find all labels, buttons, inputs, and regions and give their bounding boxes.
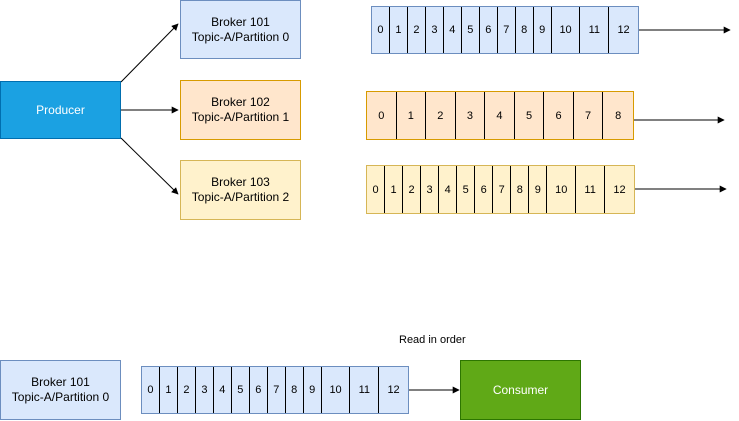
broker-partition: Topic-A/Partition 0 [191, 29, 290, 44]
broker-101-node: Broker 101 Topic-A/Partition 0 [180, 0, 301, 59]
producer-node: Producer [0, 81, 121, 139]
offset-cell: 3 [196, 367, 214, 413]
offset-cell: 4 [444, 7, 462, 53]
broker-partition: Topic-A/Partition 0 [11, 390, 110, 404]
offset-cell: 3 [421, 166, 440, 213]
offset-cell: 7 [268, 367, 286, 413]
offset-cell: 0 [372, 7, 390, 53]
offset-cell: 7 [574, 92, 604, 139]
arrow-producer-to-broker-103 [120, 137, 179, 195]
offset-cell: 10 [547, 166, 577, 213]
arrow-producer-to-broker-101 [120, 23, 179, 83]
offset-cell: 0 [367, 92, 397, 139]
offset-cell: 5 [232, 367, 250, 413]
offset-cell: 9 [534, 7, 552, 53]
offset-cell: 6 [250, 367, 268, 413]
offset-cell: 12 [387, 384, 400, 396]
offset-cell: 0 [367, 166, 386, 213]
offset-cell: 1 [160, 367, 178, 413]
offset-cell: 2 [178, 367, 196, 413]
offset-cell: 11 [580, 7, 610, 53]
offset-cell: 10 [322, 367, 351, 413]
offset-cell: 1 [385, 166, 404, 213]
consumer-label: Consumer [492, 382, 549, 397]
offset-cell: 5 [515, 92, 545, 139]
read-in-order-caption: Read in order [399, 334, 466, 346]
producer-label: Producer [36, 102, 85, 117]
offset-cell: 1 [397, 92, 427, 139]
broker-name: Broker 102 [211, 95, 270, 109]
offset-cell: 12 [613, 183, 626, 196]
consumer-broker-node: Broker 101 Topic-A/Partition 0 [0, 360, 121, 420]
offset-cell: 2 [426, 92, 456, 139]
offset-cell: 8 [615, 109, 622, 122]
offset-cell: 5 [457, 166, 476, 213]
offset-cell: 8 [286, 367, 304, 413]
offset-cell: 3 [456, 92, 486, 139]
offset-cell: 9 [304, 367, 322, 413]
broker-partition: Topic-A/Partition 2 [191, 190, 290, 204]
offset-cell: 8 [516, 7, 534, 53]
offset-cell: 11 [350, 367, 380, 413]
offset-cell: 2 [403, 166, 422, 213]
broker-name: Broker 101 [31, 375, 90, 389]
consumer-node: Consumer [460, 360, 581, 420]
offset-cell: 12 [617, 24, 630, 36]
offset-cell: 6 [480, 7, 498, 53]
broker-name: Broker 101 [211, 14, 270, 29]
offset-cell: 3 [426, 7, 444, 53]
broker-103-node: Broker 103 Topic-A/Partition 2 [180, 160, 301, 220]
offset-cell: 4 [485, 92, 515, 139]
offset-cell: 11 [576, 166, 606, 213]
offset-cell: 7 [498, 7, 516, 53]
offset-cell: 9 [529, 166, 548, 213]
offset-cell: 8 [511, 166, 530, 213]
offset-cell: 4 [439, 166, 458, 213]
broker-name: Broker 103 [211, 175, 270, 189]
offset-cell: 6 [544, 92, 574, 139]
offset-cell: 5 [462, 7, 480, 53]
offset-cell: 2 [408, 7, 426, 53]
broker-partition: Topic-A/Partition 1 [191, 110, 290, 124]
offset-cell: 0 [142, 367, 160, 413]
offset-cell: 1 [390, 7, 408, 53]
offset-cell: 4 [214, 367, 232, 413]
broker-102-node: Broker 102 Topic-A/Partition 1 [180, 80, 301, 140]
offset-cell: 6 [475, 166, 494, 213]
offset-cell: 10 [552, 7, 581, 53]
offset-cell: 7 [493, 166, 512, 213]
